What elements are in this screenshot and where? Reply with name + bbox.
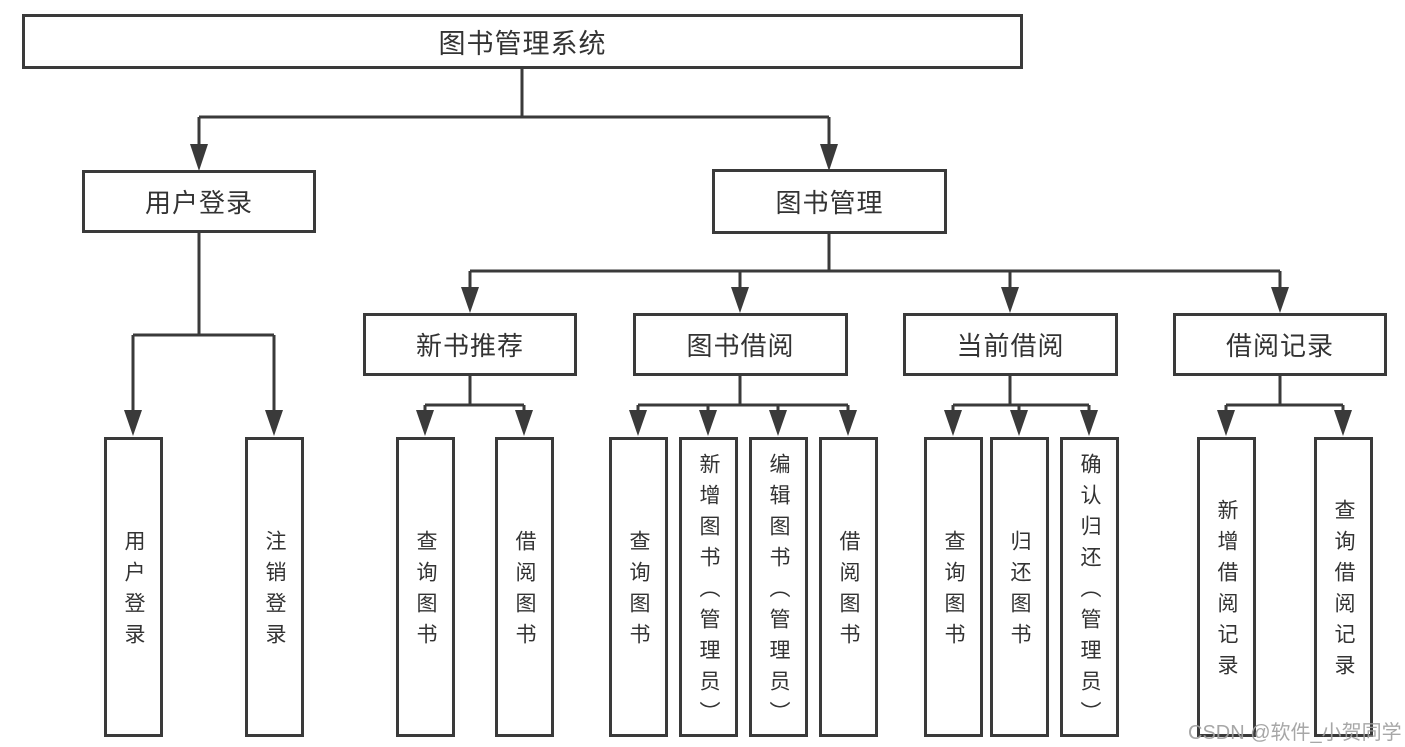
node-new-book-recommend: 新书推荐 <box>363 313 577 376</box>
node-book-management: 图书管理 <box>712 169 947 234</box>
leaf-newbook-query-books: 查询图书 <box>396 437 455 737</box>
leaf-query-borrow-record: 查询借阅记录 <box>1314 437 1373 737</box>
leaf-confirm-return-admin: 确认归还（管理员） <box>1060 437 1119 737</box>
leaf-newbook-borrow-books: 借阅图书 <box>495 437 554 737</box>
csdn-watermark: CSDN @软件_小贺同学 <box>1188 722 1402 744</box>
leaf-borrow-books: 借阅图书 <box>819 437 878 737</box>
node-root-system: 图书管理系统 <box>22 14 1023 69</box>
leaf-logout: 注销登录 <box>245 437 304 737</box>
leaf-user-login: 用户登录 <box>104 437 163 737</box>
node-user-login: 用户登录 <box>82 170 316 233</box>
leaf-borrow-query-books: 查询图书 <box>609 437 668 737</box>
leaf-edit-books-admin: 编辑图书（管理员） <box>749 437 808 737</box>
leaf-add-borrow-record: 新增借阅记录 <box>1197 437 1256 737</box>
node-borrow-records: 借阅记录 <box>1173 313 1387 376</box>
node-current-borrow: 当前借阅 <box>903 313 1118 376</box>
leaf-return-books: 归还图书 <box>990 437 1049 737</box>
node-book-borrow: 图书借阅 <box>633 313 848 376</box>
leaf-add-books-admin: 新增图书（管理员） <box>679 437 738 737</box>
leaf-current-query-books: 查询图书 <box>924 437 983 737</box>
